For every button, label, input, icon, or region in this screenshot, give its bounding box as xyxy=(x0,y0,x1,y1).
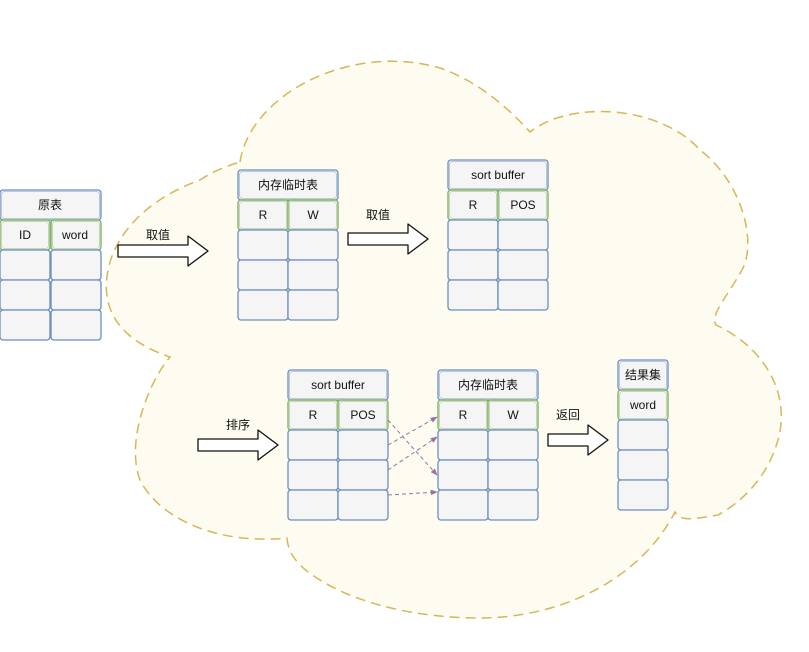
temp-table-2: 内存临时表 R W xyxy=(437,369,539,521)
temp-table-1-col-w: W xyxy=(307,208,319,222)
result-table-title: 结果集 xyxy=(625,367,661,382)
source-col-word: word xyxy=(61,228,88,242)
source-table: 原表 ID word xyxy=(0,189,102,341)
fetch-arrow-2-label: 取值 xyxy=(366,207,390,222)
sort-arrow: 排序 xyxy=(197,417,279,461)
temp-table-1-col-r: R xyxy=(259,208,268,222)
sort-buffer-1-col-r: R xyxy=(469,198,478,212)
fetch-arrow-2: 取值 xyxy=(347,207,429,255)
temp-table-2-col-w: W xyxy=(507,408,519,422)
sort-buffer-1: sort buffer R POS xyxy=(447,159,549,311)
sort-arrow-label: 排序 xyxy=(226,417,250,432)
temp-table-1: 内存临时表 R W xyxy=(237,169,339,321)
position-links xyxy=(387,416,438,496)
sort-buffer-2: sort buffer R POS xyxy=(287,369,389,521)
cloud-shape xyxy=(105,60,783,619)
return-arrow: 返回 xyxy=(547,408,609,456)
temp-table-2-title: 内存临时表 xyxy=(458,378,518,392)
sort-buffer-2-col-pos: POS xyxy=(350,408,375,422)
fetch-arrow-1-label: 取值 xyxy=(146,227,170,242)
temp-table-1-title: 内存临时表 xyxy=(258,178,318,192)
temp-table-2-col-r: R xyxy=(459,408,468,422)
sort-buffer-1-title: sort buffer xyxy=(471,168,525,182)
fetch-arrow-1: 取值 xyxy=(117,227,209,267)
sort-buffer-2-col-r: R xyxy=(309,408,318,422)
source-table-title: 原表 xyxy=(38,198,62,212)
return-arrow-label: 返回 xyxy=(556,408,580,422)
result-table: 结果集 word xyxy=(617,359,669,511)
sort-buffer-2-title: sort buffer xyxy=(311,378,365,392)
result-col-word: word xyxy=(629,398,656,412)
source-col-id: ID xyxy=(19,228,31,242)
sort-buffer-1-col-pos: POS xyxy=(510,198,535,212)
